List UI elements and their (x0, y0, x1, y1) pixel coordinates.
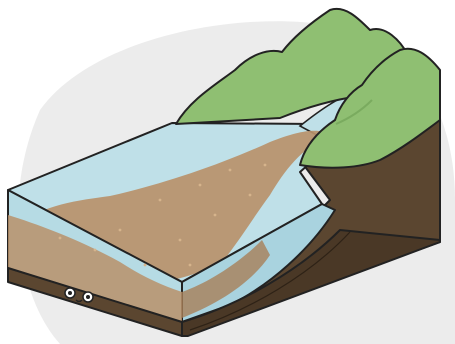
mountain-shade (335, 99, 373, 125)
mountain-range (175, 7, 441, 169)
delta-sediment-side (182, 240, 270, 318)
soil-strata-line (189, 231, 351, 331)
sediment-specks (58, 163, 267, 267)
soil-base-side (181, 229, 441, 337)
face-icon (64, 287, 94, 303)
mountain-front (299, 47, 441, 169)
delta-sediment-front (8, 215, 182, 322)
